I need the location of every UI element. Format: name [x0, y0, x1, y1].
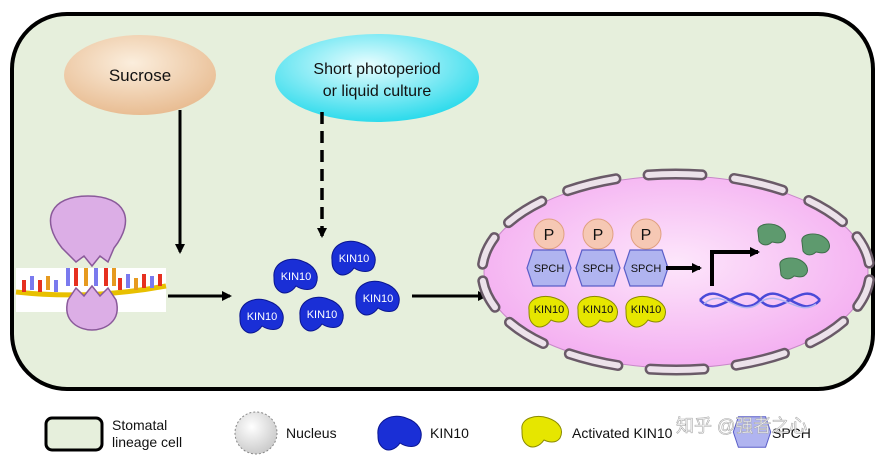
photoperiod-label-line1: Short photoperiod — [313, 61, 440, 78]
nuclear-pore-highlight — [645, 171, 705, 178]
legend-kin10-label: KIN10 — [430, 425, 469, 441]
nuclear-pore-highlight — [479, 277, 498, 311]
nuclear-pore-highlight — [506, 319, 547, 347]
legend-nucleus-label: Nucleus — [286, 425, 337, 441]
kin10-icon: KIN10 — [273, 258, 318, 294]
sucrose-label: Sucrose — [109, 66, 171, 85]
nucleus-icon — [234, 411, 278, 455]
nuclear-pore-highlight — [564, 175, 619, 194]
legend: Stomatal lineage cell Nucleus KIN10 Acti… — [44, 411, 811, 455]
dna-helix-icon — [699, 292, 821, 309]
spch-label: SPCH — [583, 263, 614, 275]
spch-complex: P SPCH KIN10 — [526, 218, 572, 328]
watermark: 知乎 @强者之心 — [676, 416, 807, 436]
sucrose-node: Sucrose — [64, 35, 216, 115]
nuclear-pore-highlight — [854, 276, 873, 310]
spch-complex: P SPCH KIN10 — [623, 218, 669, 328]
kin10-label: KIN10 — [247, 311, 278, 323]
legend-cell-line1: Stomatal — [112, 417, 167, 433]
phospho-label: P — [641, 227, 652, 244]
nuclear-pore-highlight — [647, 366, 707, 373]
legend-spch-label: SPCH — [772, 425, 811, 441]
legend-kin10-icon — [377, 415, 422, 451]
kin10-icon: KIN10 — [331, 240, 376, 276]
nuclear-pore-highlight — [807, 318, 847, 346]
membrane-transporter-icon — [49, 195, 127, 331]
legend-activated-kin10-label: Activated KIN10 — [572, 425, 673, 441]
transcription-arrows — [666, 247, 760, 286]
legend-cell-line2: lineage cell — [112, 434, 182, 450]
nuclear-pore-highlight — [805, 197, 846, 225]
spch-label: SPCH — [631, 263, 662, 275]
spch-complex: P SPCH KIN10 — [575, 218, 621, 328]
phospho-group-icon — [533, 218, 565, 250]
nuclear-pore-highlight — [731, 175, 786, 194]
nuclear-pore-highlight — [854, 233, 873, 267]
kin10-label: KIN10 — [339, 253, 370, 265]
kin10-cluster: KIN10 KIN10 KIN10 KIN10 KIN10 — [239, 240, 400, 334]
nuclear-pore-highlight — [733, 350, 788, 369]
kin10-label: KIN10 — [307, 309, 338, 321]
nuclear-pore-highlight — [505, 198, 545, 226]
phospho-label: P — [544, 227, 555, 244]
spch-kin10-complexes: P SPCH KIN10 P SPCH KIN10 P SPCH KIN10 — [526, 218, 669, 328]
nuclear-pore-highlight — [479, 234, 498, 268]
activated-kin10-label: KIN10 — [631, 304, 662, 316]
activated-kin10-label: KIN10 — [583, 304, 614, 316]
kin10-label: KIN10 — [363, 293, 394, 305]
kin10-icon: KIN10 — [355, 280, 400, 316]
photoperiod-node: Short photoperiod or liquid culture — [275, 34, 479, 122]
nuclear-pore-highlight — [566, 350, 621, 369]
legend-cell-swatch — [44, 416, 104, 452]
activated-kin10-label: KIN10 — [534, 304, 565, 316]
kin10-icon: KIN10 — [299, 296, 344, 332]
nuclear-pores — [477, 168, 875, 376]
phospho-group-icon — [630, 218, 662, 250]
phospho-group-icon — [582, 218, 614, 250]
phospho-label: P — [593, 227, 604, 244]
photoperiod-label-line2: or liquid culture — [323, 83, 432, 100]
kin10-label: KIN10 — [281, 271, 312, 283]
kin10-icon: KIN10 — [239, 298, 284, 334]
spch-label: SPCH — [534, 263, 565, 275]
activated-kin10-icon — [521, 416, 562, 448]
